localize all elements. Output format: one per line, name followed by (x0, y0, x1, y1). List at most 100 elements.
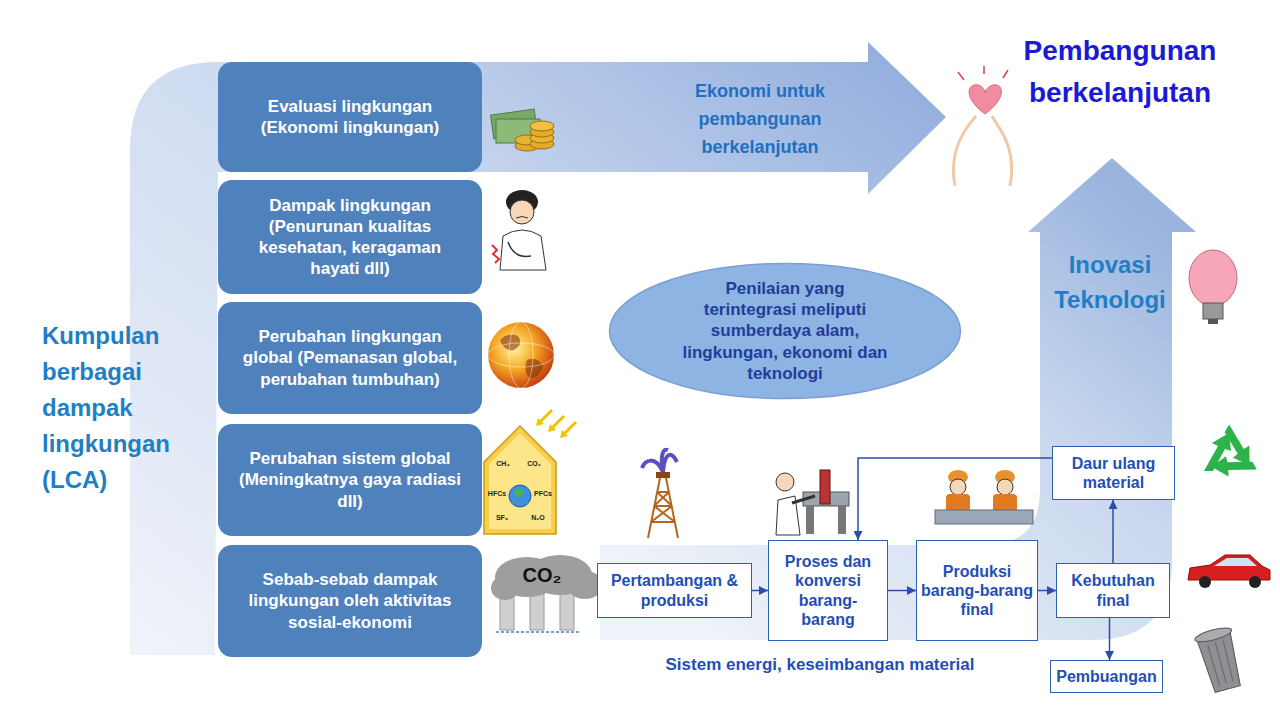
workers-icon-part (993, 494, 1017, 512)
worker-machine-icon-part (806, 506, 814, 534)
flow-connector (752, 590, 768, 592)
worker-machine-icon-part (838, 506, 846, 534)
greenhouse-icon-part (484, 426, 556, 534)
heart-hands-icon (953, 66, 1011, 186)
worried-person-icon-part (516, 217, 528, 219)
goal-title: Pembangunan berkelanjutan (1000, 30, 1240, 114)
worker-machine-icon-part (792, 496, 815, 503)
lightbulb-icon-part (1208, 319, 1218, 324)
greenhouse-icon-part (489, 433, 551, 529)
gas-label: SF₆ (491, 514, 513, 522)
worried-person-icon-part (500, 230, 546, 270)
node-text: Pertambangan & produksi (602, 571, 747, 609)
workers-icon (935, 470, 1033, 524)
factory-icon-part (496, 631, 580, 633)
greenhouse-icon-part (536, 418, 544, 426)
workers-icon-part (946, 494, 970, 512)
flow-connector (888, 590, 916, 592)
greenhouse-icon-part (540, 410, 552, 422)
node-text: Dampak lingkungan (Penurunan kualitas ke… (236, 195, 464, 280)
gas-label: CH₄ (492, 460, 514, 468)
greenhouse-icon-part (564, 422, 576, 434)
greenhouse-icon-part (509, 485, 531, 507)
workers-icon-part (935, 510, 1033, 524)
worker-machine-icon (776, 470, 849, 535)
oil-derrick-icon-part (656, 472, 670, 478)
workers-icon-part (950, 479, 966, 495)
flow-connector (858, 458, 1052, 540)
process-box: Proses dan konversi barang-barang (768, 540, 888, 641)
process-box: Pertambangan & produksi (597, 563, 752, 618)
node-text: Penilaian yang terintegrasi meliputi sum… (680, 278, 890, 384)
car-icon (1188, 555, 1270, 588)
flow-connector (1112, 500, 1114, 563)
gas-label: HFCs (486, 490, 508, 498)
flow-connector (1109, 618, 1111, 660)
ellipse-shape (610, 264, 961, 399)
node-text: Sebab-sebab dampak lingkungan oleh aktiv… (236, 569, 464, 633)
factory-icon-part (530, 592, 544, 630)
oil-derrick-icon-part (642, 450, 677, 472)
hot-globe-icon-part (488, 343, 554, 367)
factory-icon (491, 555, 603, 632)
greenhouse-icon-part (552, 416, 564, 428)
trash-can-icon-part (1208, 641, 1234, 686)
hot-globe-icon-part (488, 322, 554, 388)
impact-box: Perubahan sistem global (Meningkatnya ga… (218, 424, 482, 536)
flow-caption: Sistem energi, keseimbangan material (620, 655, 1020, 675)
factory-icon-part (560, 592, 574, 630)
worker-machine-icon-part (776, 473, 794, 491)
recycle-icon (1204, 424, 1262, 488)
worried-person-icon-part (510, 200, 534, 224)
node-text: Perubahan sistem global (Meningkatnya ga… (236, 448, 464, 512)
node-text: Produksi barang-barang final (921, 562, 1033, 620)
money-icon-part (530, 121, 554, 131)
trash-can-icon-part (1194, 625, 1233, 644)
impact-box: Perubahan lingkungan global (Pemanasan g… (218, 302, 482, 414)
gas-label: PFCs (532, 490, 554, 498)
node-text: Evaluasi lingkungan (Ekonomi lingkungan) (236, 96, 464, 139)
hot-globe-icon-part (509, 322, 533, 388)
arrow-label: Ekonomi untuk pembangunan berkelanjutan (672, 78, 848, 162)
car-icon-part (1188, 555, 1270, 580)
process-box: Produksi barang-barang final (916, 540, 1038, 641)
co2-label: CO₂ (512, 563, 572, 587)
greenhouse-icon-part (548, 424, 556, 432)
arrow-label: Inovasi Teknologi (1035, 248, 1185, 318)
side-label: Kumpulan berbagai dampak lingkungan (LCA… (42, 318, 210, 498)
workers-icon-part (997, 479, 1013, 495)
trash-can-icon (1194, 625, 1246, 694)
lightbulb-icon (1189, 250, 1237, 324)
process-box: Pembuangan (1050, 660, 1163, 693)
car-icon-part (1214, 558, 1257, 566)
heart-hands-icon-part (969, 85, 1001, 114)
recycle-icon-part (1210, 446, 1256, 488)
car-icon-part (1199, 576, 1211, 588)
lightbulb-icon-part (1203, 303, 1223, 319)
hot-globe-icon-part (525, 359, 543, 378)
process-box: Daur ulang material (1052, 446, 1175, 500)
worried-person-icon (492, 190, 546, 270)
oil-derrick-icon-part (648, 478, 678, 538)
heart-hands-icon-part (958, 66, 1008, 80)
worried-person-icon-part (492, 245, 499, 263)
gas-label: CO₂ (523, 460, 545, 468)
assessment-ellipse: Penilaian yang terintegrasi meliputi sum… (608, 262, 962, 400)
process-box: Kebutuhan final (1056, 563, 1170, 618)
flow-connector (1038, 590, 1056, 592)
evaluation-box: Evaluasi lingkungan (Ekonomi lingkungan) (218, 62, 482, 172)
node-text: Perubahan lingkungan global (Pemanasan g… (236, 326, 464, 390)
worried-person-icon-part (508, 242, 531, 256)
money-icon (491, 109, 554, 151)
node-text: Daur ulang material (1057, 454, 1170, 492)
car-icon-part (1249, 576, 1261, 588)
worker-machine-icon-part (820, 470, 830, 504)
greenhouse-icon-part (514, 489, 524, 498)
gas-label: N₂O (527, 514, 549, 522)
node-text: Pembuangan (1056, 667, 1156, 686)
greenhouse-icon (484, 410, 576, 534)
greenhouse-icon-part (560, 430, 568, 438)
oil-derrick-icon (642, 450, 678, 538)
